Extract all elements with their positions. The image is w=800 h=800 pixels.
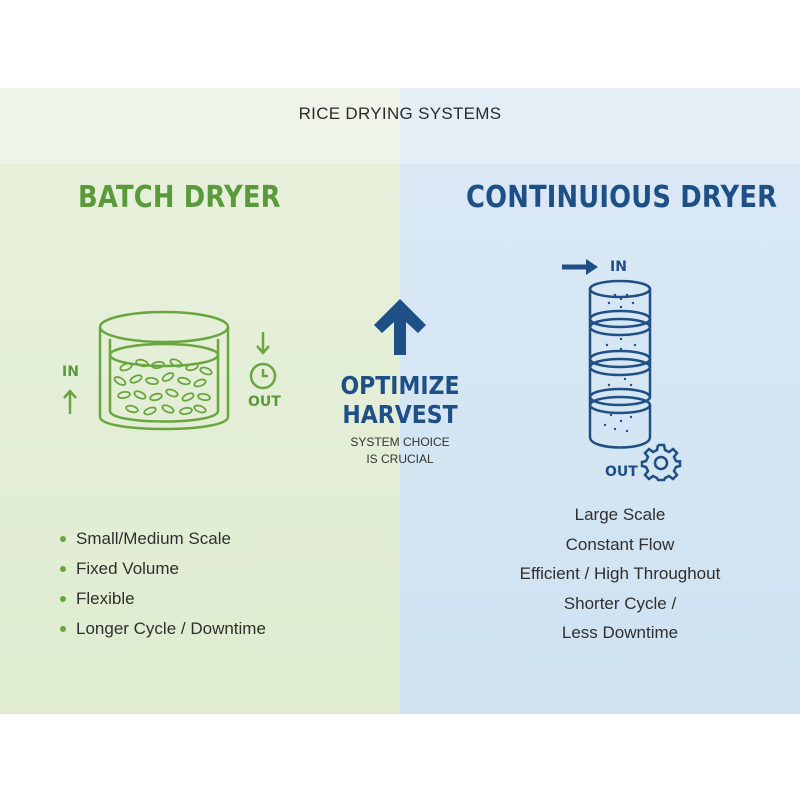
header-band-right (400, 88, 800, 164)
continuous-in-label: IN (610, 259, 627, 275)
center-sub-line2: IS CRUCIAL (366, 452, 434, 466)
center-title-line2: HARVEST (342, 400, 458, 429)
center-title-line1: OPTIMIZE (340, 371, 460, 400)
list-item: Less Downtime (561, 623, 679, 642)
down-arrow-icon (256, 332, 270, 355)
batch-feature-list: Small/Medium Scale Fixed Volume Flexible… (60, 526, 266, 646)
list-item: Efficient / High Throughout (519, 564, 721, 583)
batch-bin-icon (98, 310, 230, 431)
gear-icon (640, 443, 682, 482)
page-title: RICE DRYING SYSTEMS (298, 104, 502, 123)
header-band-left (0, 88, 400, 164)
tower-dryer-icon (588, 279, 652, 449)
batch-in-label: IN (62, 364, 79, 380)
right-arrow-icon (562, 259, 598, 275)
continuous-heading: CONTINUIOUS DRYER (466, 180, 778, 215)
up-arrow-icon (63, 389, 77, 414)
continuous-out-label: OUT (605, 464, 638, 480)
optimize-arrow-icon (374, 299, 426, 355)
list-item: Small/Medium Scale (60, 526, 266, 556)
continuous-panel (400, 88, 800, 714)
list-item: Longer Cycle / Downtime (60, 616, 266, 646)
list-item: Constant Flow (565, 534, 675, 554)
clock-icon (249, 362, 277, 390)
batch-panel (0, 88, 400, 714)
center-sub-line1: SYSTEM CHOICE (350, 435, 450, 449)
batch-out-label: OUT (248, 394, 281, 410)
batch-heading: BATCH DRYER (78, 180, 281, 215)
continuous-feature-list: Large Scale Constant Flow Efficient / Hi… (470, 500, 770, 648)
list-item: Shorter Cycle / (563, 593, 677, 613)
list-item: Fixed Volume (60, 556, 266, 586)
list-item: Flexible (60, 586, 266, 616)
list-item: Large Scale (574, 505, 666, 524)
